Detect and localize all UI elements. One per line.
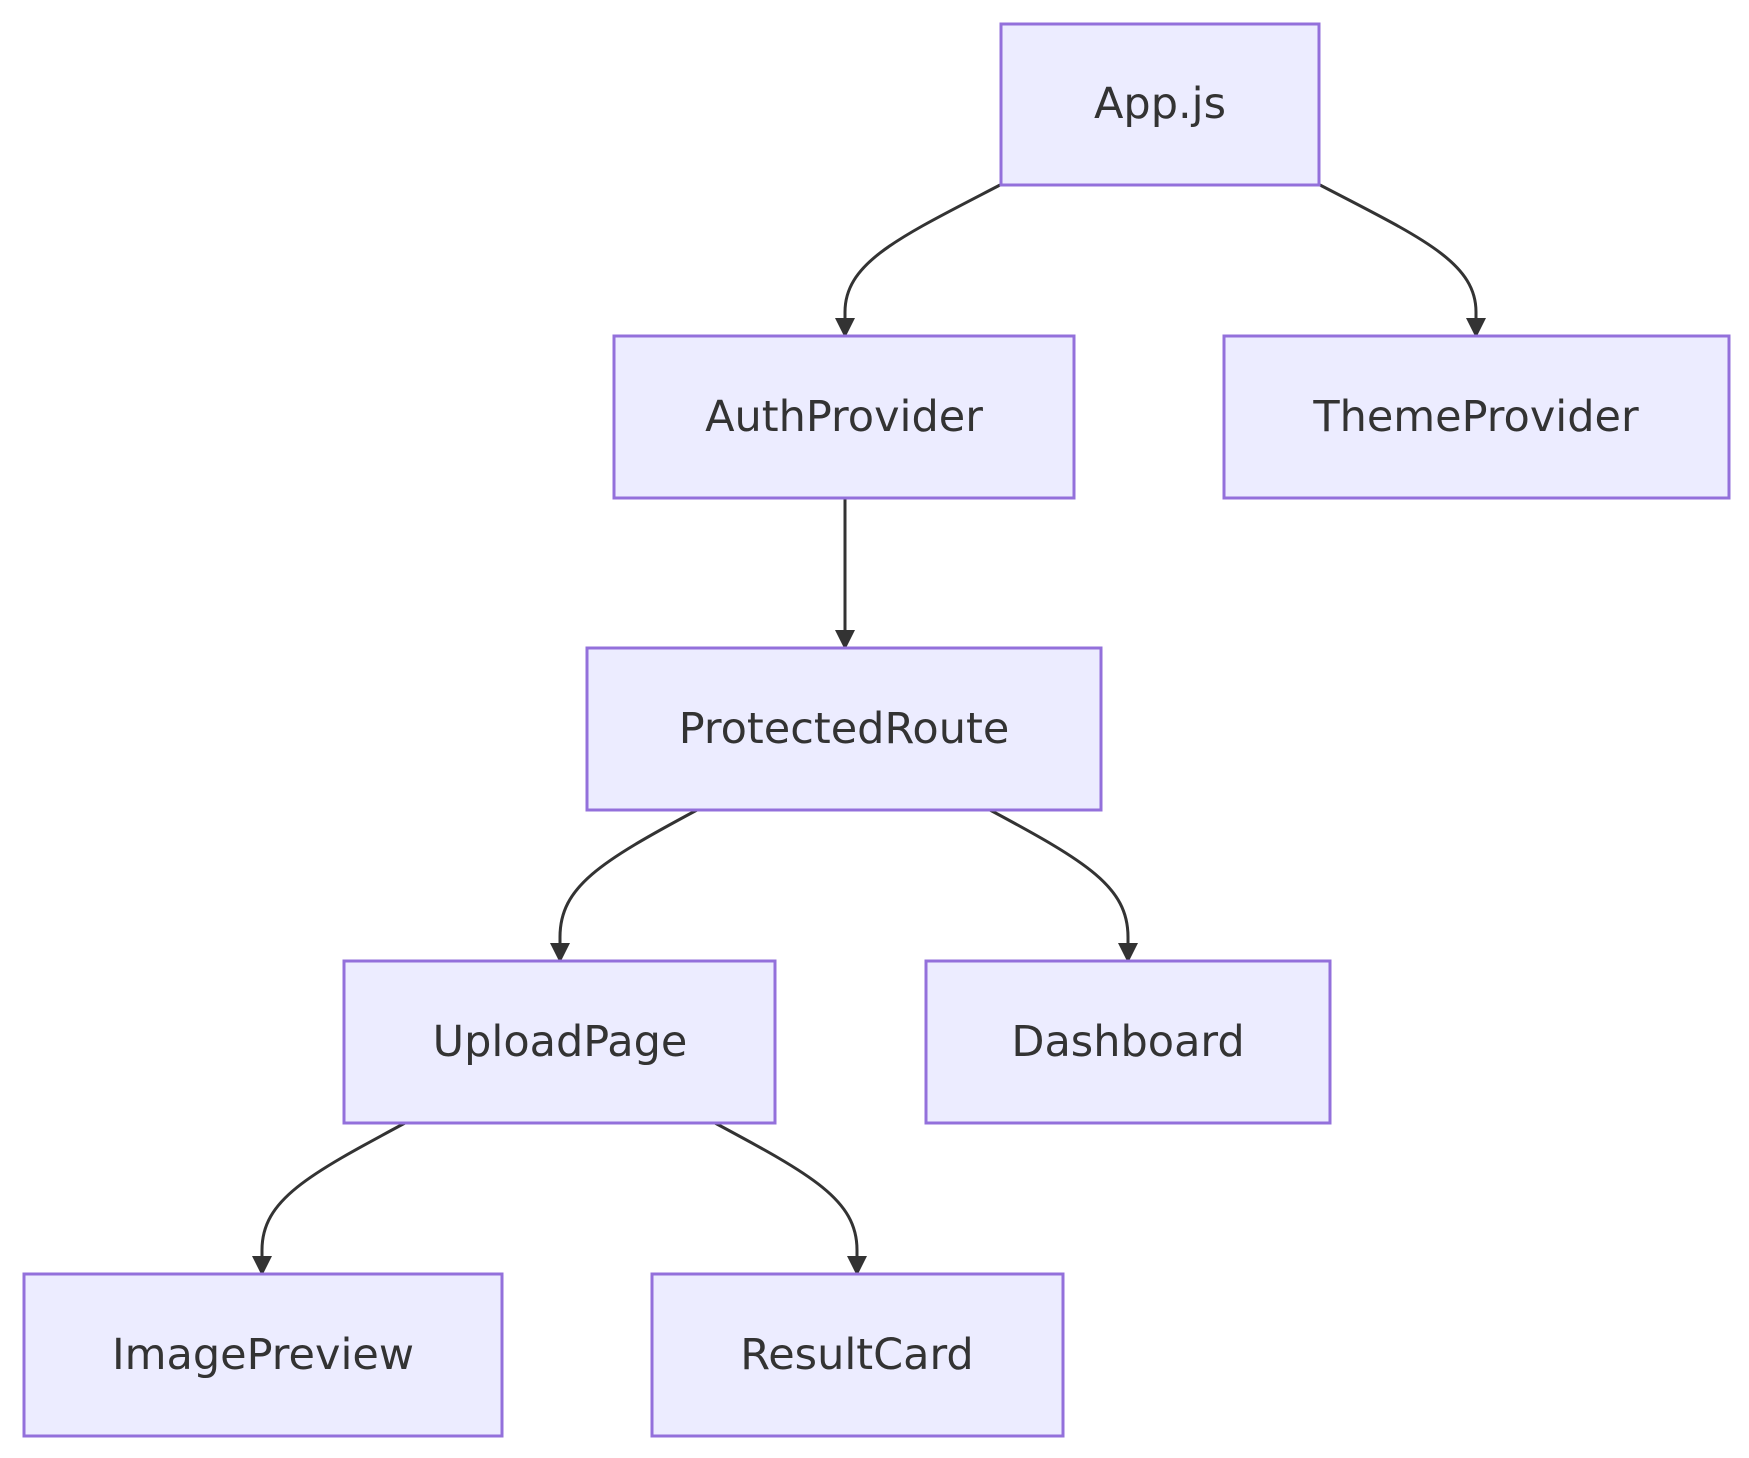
edge-app-to-auth [835, 183, 1001, 338]
node-app[interactable]: App.js [999, 22, 1321, 187]
node-label: ResultCard [740, 1330, 973, 1380]
edge-protected-to-upload [550, 808, 698, 963]
node-box [612, 334, 1076, 500]
edge-app-to-theme [1319, 183, 1486, 338]
node-label: AuthProvider [705, 392, 983, 442]
node-label: ProtectedRoute [679, 704, 1010, 754]
node-upload[interactable]: UploadPage [342, 959, 777, 1125]
node-box [342, 959, 777, 1125]
node-label: Dashboard [1011, 1017, 1244, 1067]
node-label: App.js [1094, 79, 1226, 129]
node-label: ImagePreview [112, 1330, 414, 1380]
node-box [999, 22, 1321, 187]
node-box [1222, 334, 1731, 500]
node-box [22, 1272, 504, 1438]
node-label: UploadPage [433, 1017, 688, 1067]
edge-protected-to-dashboard [989, 808, 1138, 963]
node-box [650, 1272, 1065, 1438]
node-label: ThemeProvider [1312, 392, 1639, 442]
node-auth[interactable]: AuthProvider [612, 334, 1076, 500]
edge-upload-to-resultcard [714, 1121, 867, 1276]
edge-upload-to-imagepreview [252, 1121, 406, 1276]
edges [252, 183, 1486, 1276]
node-resultcard[interactable]: ResultCard [650, 1272, 1065, 1438]
node-dashboard[interactable]: Dashboard [924, 959, 1332, 1125]
node-box [924, 959, 1332, 1125]
node-theme[interactable]: ThemeProvider [1222, 334, 1731, 500]
node-protected[interactable]: ProtectedRoute [585, 646, 1103, 812]
node-imagepreview[interactable]: ImagePreview [22, 1272, 504, 1438]
node-box [585, 646, 1103, 812]
nodes: App.js AuthProvider ThemeProvider Protec… [22, 22, 1731, 1438]
